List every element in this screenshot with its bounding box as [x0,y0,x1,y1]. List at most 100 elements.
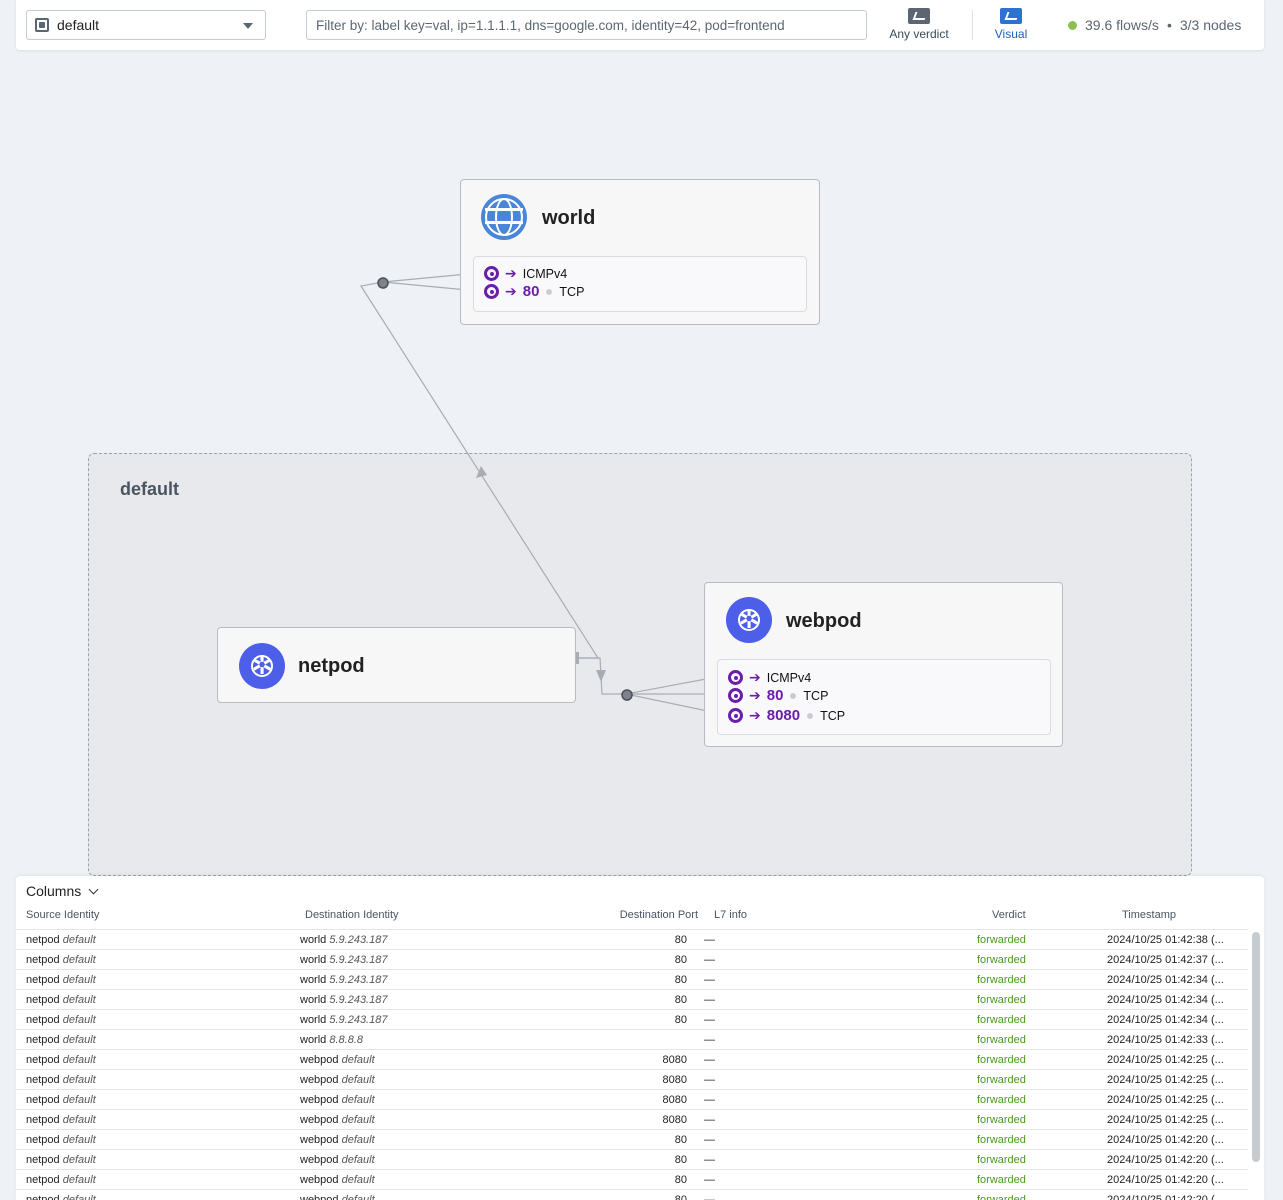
cell-destination: world 5.9.243.187 [300,994,387,1006]
webpod-card[interactable]: webpod ➔ ICMPv4 ➔ 80 TCP ➔ 8080 TCP [704,582,1063,747]
flows-rate: 39.6 flows/s [1085,17,1159,33]
cell-destination: webpod default [300,1054,375,1066]
header-destination-identity[interactable]: Destination Identity [305,909,399,921]
header-timestamp[interactable]: Timestamp [1122,909,1176,921]
kubernetes-icon [726,597,772,643]
world-port-row[interactable]: ➔ 80 TCP [484,283,584,300]
chevron-down-icon [88,884,99,894]
source-namespace: default [62,954,96,966]
cell-source: netpod default [26,1094,96,1106]
status-separator: • [1166,17,1172,33]
verdict-filter-button[interactable]: Any verdict [884,8,954,44]
cell-destination: webpod default [300,1134,375,1146]
cell-l7: — [704,1154,715,1166]
flow-filter-input[interactable] [306,10,867,40]
cell-destination: webpod default [300,1074,375,1086]
source-namespace: default [62,1174,96,1186]
namespace-icon [35,18,49,32]
world-card[interactable]: world ➔ ICMPv4 ➔ 80 TCP [460,179,820,325]
source-namespace: default [62,1194,96,1200]
header-destination-port[interactable]: Destination Port [619,909,698,921]
cell-port: 8080 [662,1114,687,1126]
globe-icon [481,194,527,240]
cell-l7: — [704,1134,715,1146]
cell-l7: — [704,1074,715,1086]
cell-timestamp: 2024/10/25 01:42:20 (... [1107,1134,1224,1146]
top-toolbar: default Any verdict Visual 39.6 flows/s … [16,0,1264,50]
cell-l7: — [704,934,715,946]
destination-name: world [300,994,327,1006]
flows-table-header: Source Identity Destination Identity Des… [16,909,1248,929]
cell-timestamp: 2024/10/25 01:42:25 (... [1107,1114,1224,1126]
cell-verdict: forwarded [977,1134,1026,1146]
webpod-junction-dot [621,689,633,701]
table-scrollbar[interactable] [1252,932,1260,1162]
caret-down-icon [243,23,253,29]
source-name: netpod [26,954,60,966]
arrow-right-icon: ➔ [749,687,761,703]
separator-dot-icon [807,712,814,719]
namespace-select[interactable]: default [26,10,266,40]
cell-timestamp: 2024/10/25 01:42:25 (... [1107,1074,1224,1086]
webpod-port-row[interactable]: ➔ 80 TCP [728,687,828,704]
port-protocol: TCP [803,688,829,703]
cell-destination: webpod default [300,1094,375,1106]
source-name: netpod [26,1054,60,1066]
world-port-row[interactable]: ➔ ICMPv4 [484,265,567,282]
endpoint-ring-icon [484,266,499,281]
cell-port: 80 [674,1194,687,1200]
webpod-port-row[interactable]: ➔ ICMPv4 [728,669,811,686]
destination-name: webpod [300,1174,339,1186]
netpod-card[interactable]: netpod [217,627,576,703]
destination-detail: default [341,1174,375,1186]
cell-verdict: forwarded [977,1054,1026,1066]
arrow-right-icon: ➔ [505,265,517,281]
cell-port: 80 [674,1174,687,1186]
cell-port: 8080 [662,1054,687,1066]
header-l7-info[interactable]: L7 info [714,909,748,921]
cell-port: 80 [674,1154,687,1166]
webpod-port-row[interactable]: ➔ 8080 TCP [728,707,845,724]
destination-name: world [300,934,327,946]
destination-name: world [300,1014,327,1026]
port-number: 80 [766,687,784,704]
visual-filter-button[interactable]: Visual [988,8,1034,44]
nodes-count: 3/3 nodes [1179,17,1242,33]
destination-name: webpod [300,1194,339,1200]
destination-detail: 5.9.243.187 [329,1014,388,1026]
destination-name: world [300,1034,327,1046]
cell-timestamp: 2024/10/25 01:42:34 (... [1107,974,1224,986]
header-verdict[interactable]: Verdict [992,909,1026,921]
cell-verdict: forwarded [977,1154,1026,1166]
flows-table-panel: Columns Source Identity Destination Iden… [16,876,1264,1200]
destination-detail: default [341,1134,375,1146]
cell-source: netpod default [26,934,96,946]
cell-l7: — [704,1054,715,1066]
cell-l7: — [704,1034,715,1046]
cell-verdict: forwarded [977,1014,1026,1026]
destination-detail: default [341,1094,375,1106]
header-source-identity[interactable]: Source Identity [26,909,100,921]
columns-button[interactable]: Columns [26,883,99,899]
cell-timestamp: 2024/10/25 01:42:34 (... [1107,994,1224,1006]
cell-l7: — [704,974,715,986]
source-namespace: default [62,1114,96,1126]
separator-dot-icon [546,288,553,295]
source-namespace: default [62,1034,96,1046]
cell-source: netpod default [26,994,96,1006]
link-netpod-world [360,272,600,659]
